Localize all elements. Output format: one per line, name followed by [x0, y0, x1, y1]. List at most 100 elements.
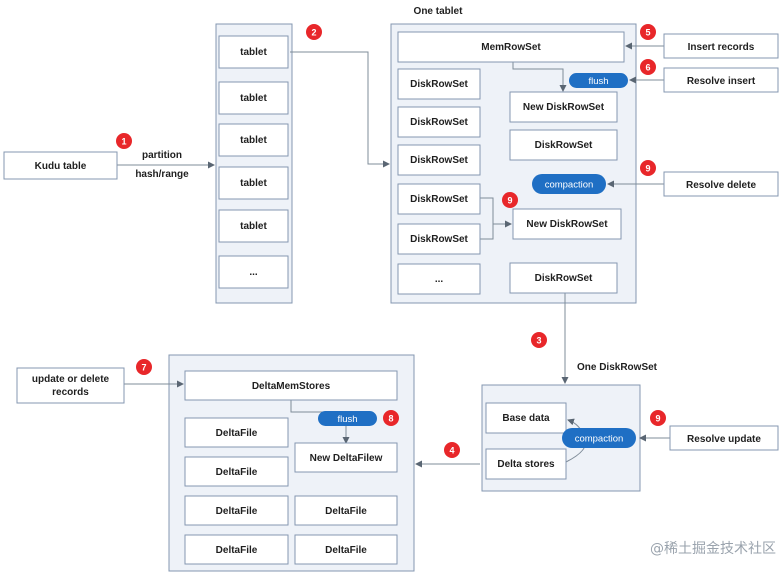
- update-delete-label-line1: update or delete: [32, 374, 110, 385]
- update-delete-label-line2: records: [52, 387, 89, 398]
- watermark-text: @稀土掘金技术社区: [650, 541, 776, 557]
- compaction-pill: [562, 428, 636, 448]
- deltafile-label: DeltaFile: [325, 506, 367, 517]
- deltamemstores-node: [184, 370, 398, 401]
- resolve-update-node: [669, 425, 779, 451]
- step-badge-1-label: 1: [121, 137, 126, 147]
- delta-stores-label: Delta stores: [497, 459, 555, 470]
- deltafile-node: [184, 495, 289, 526]
- diskrowset-node: [509, 129, 618, 161]
- compaction-label: compaction: [545, 180, 594, 191]
- new-diskrowset-node: [509, 91, 618, 123]
- insert-records-label: Insert records: [688, 42, 755, 53]
- hash-range-label: hash/range: [135, 169, 189, 180]
- flush-label: flush: [588, 76, 608, 87]
- diskrowset-node: [397, 183, 481, 215]
- insert-records-node: [663, 33, 779, 59]
- deltafile-node: [184, 456, 289, 487]
- diskrowset-label: DiskRowSet: [410, 117, 468, 128]
- diskrowset-label: DiskRowSet: [410, 79, 468, 90]
- step-badge-3: [531, 332, 547, 348]
- step-badge-1: [116, 133, 132, 149]
- new-diskrowset-node: [512, 208, 622, 240]
- diskrowset-node: [397, 223, 481, 255]
- new-diskrowset-label: New DiskRowSet: [526, 219, 608, 230]
- deltafile-node: [294, 495, 398, 526]
- partition-label: partition: [142, 150, 182, 161]
- flush-label: flush: [337, 414, 357, 425]
- new-deltafile-node: [294, 442, 398, 473]
- compaction-label: compaction: [575, 434, 624, 445]
- step-badge-9: [640, 160, 656, 176]
- memrowset-label: MemRowSet: [481, 42, 541, 53]
- step-badge-8-label: 8: [388, 414, 393, 424]
- step-badge-9: [502, 192, 518, 208]
- resolve-delete-node: [663, 171, 779, 197]
- deltafile-label: DeltaFile: [216, 506, 258, 517]
- kudu-table-node: [3, 151, 118, 180]
- deltafile-node: [184, 417, 289, 448]
- tablet-label: tablet: [240, 135, 267, 146]
- update-delete-records-node: [16, 367, 125, 404]
- memrowset-node: [397, 31, 625, 63]
- new-deltafile-label: New DeltaFilew: [310, 453, 383, 464]
- step-badge-9-label: 9: [655, 414, 660, 424]
- resolve-update-label: Resolve update: [687, 434, 761, 445]
- diskrowset-label: DiskRowSet: [535, 273, 593, 284]
- step-badge-6-label: 6: [645, 63, 650, 73]
- tablet-node: [218, 209, 289, 243]
- tablet-ellipsis-node: [218, 255, 289, 289]
- step-badge-9-label: 9: [645, 164, 650, 174]
- one-diskrowset-title: One DiskRowSet: [577, 362, 658, 373]
- step-badge-8: [383, 410, 399, 426]
- tablet-node: [218, 81, 289, 115]
- step-badge-2: [306, 24, 322, 40]
- diskrowset-label: DiskRowSet: [410, 234, 468, 245]
- flush-pill: [569, 73, 628, 88]
- diskrowset-node: [397, 106, 481, 138]
- arrow-deltamem-flush: [290, 400, 350, 444]
- step-badge-7-label: 7: [141, 363, 146, 373]
- diskrowset-label: DiskRowSet: [410, 194, 468, 205]
- tablet-ellipsis-label: ...: [249, 267, 258, 278]
- deltafile-label: DeltaFile: [325, 545, 367, 556]
- diskrowset-node: [397, 144, 481, 176]
- new-diskrowset-label: New DiskRowSet: [523, 102, 605, 113]
- compaction-pill: [532, 174, 606, 194]
- diskrowset-ellipsis-node: [397, 263, 481, 295]
- base-data-node: [485, 402, 567, 434]
- step-badge-9: [650, 410, 666, 426]
- diskrowset-label: DiskRowSet: [535, 140, 593, 151]
- deltamemstores-label: DeltaMemStores: [252, 381, 331, 392]
- deltafile-label: DeltaFile: [216, 545, 258, 556]
- step-badge-5: [640, 24, 656, 40]
- step-badge-3-label: 3: [536, 336, 541, 346]
- step-badge-5-label: 5: [645, 28, 650, 38]
- tablet-label: tablet: [240, 93, 267, 104]
- diskrowset-node: [397, 68, 481, 100]
- flush-pill: [318, 411, 377, 426]
- kudu-table-label: Kudu table: [35, 161, 87, 172]
- diskrowset-node: [509, 262, 618, 294]
- diskrowset-label: DiskRowSet: [410, 155, 468, 166]
- tablet-node: [218, 123, 289, 157]
- deltafile-node: [184, 534, 289, 565]
- base-data-label: Base data: [502, 413, 550, 424]
- delta-stores-node: [485, 448, 567, 480]
- arrow-tablet-to-group: [290, 51, 390, 168]
- resolve-insert-label: Resolve insert: [687, 76, 756, 87]
- step-badge-7: [136, 359, 152, 375]
- step-badge-9-label: 9: [507, 196, 512, 206]
- arrow-merge-top: [480, 197, 512, 228]
- tablet-label: tablet: [240, 221, 267, 232]
- tablet-node: [218, 35, 289, 69]
- diskrowset-ellipsis-label: ...: [435, 274, 444, 285]
- deltafile-node: [294, 534, 398, 565]
- step-badge-2-label: 2: [311, 28, 316, 38]
- resolve-insert-node: [663, 67, 779, 93]
- tablet-label: tablet: [240, 178, 267, 189]
- tablet-node: [218, 166, 289, 200]
- step-badge-4-label: 4: [449, 446, 454, 456]
- one-tablet-title: One tablet: [414, 6, 464, 17]
